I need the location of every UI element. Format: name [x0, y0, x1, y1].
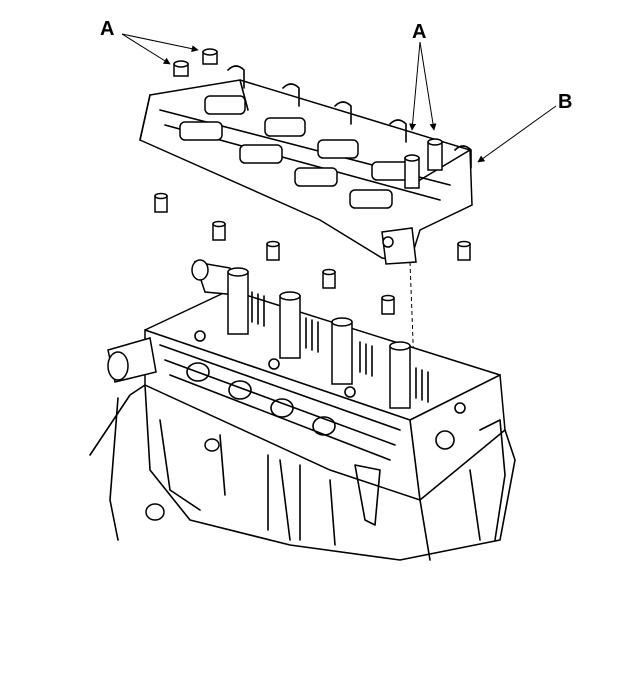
spark-plug-tube-3 [331, 317, 353, 385]
leader-arrow-b [477, 105, 557, 163]
cylinder-head [107, 259, 506, 501]
spark-plug-tube-1 [227, 267, 249, 335]
dowel-pin [457, 240, 471, 261]
rocker-arm-assembly [139, 48, 473, 265]
engine-block [89, 384, 516, 561]
dowel-pin [266, 240, 280, 261]
callout-label-a-right: A [412, 21, 426, 43]
dowel-pin [322, 268, 336, 289]
intake-ports [186, 362, 336, 436]
leader-arrows-a-right [409, 41, 437, 131]
callout-label-a-left: A [100, 18, 114, 40]
leader-arrows-a-left [121, 33, 199, 65]
bolt-a-left-1 [173, 60, 189, 77]
dowel-pin [212, 220, 226, 241]
spark-plug-tube-2 [279, 291, 301, 359]
spark-plug-tube-4 [389, 341, 411, 409]
bolt-a-right-1 [404, 154, 420, 189]
dowel-pins [154, 192, 471, 315]
valve-springs [251, 291, 429, 403]
dowel-pin [154, 192, 168, 213]
callout-label-b: B [558, 91, 572, 113]
bolt-a-right-2 [427, 138, 443, 171]
head-bolt-holes [194, 330, 466, 450]
bolt-a-left-2 [202, 48, 218, 65]
dowel-pin [381, 294, 395, 315]
alignment-line [409, 261, 417, 421]
rocker-arm-group [179, 95, 413, 209]
